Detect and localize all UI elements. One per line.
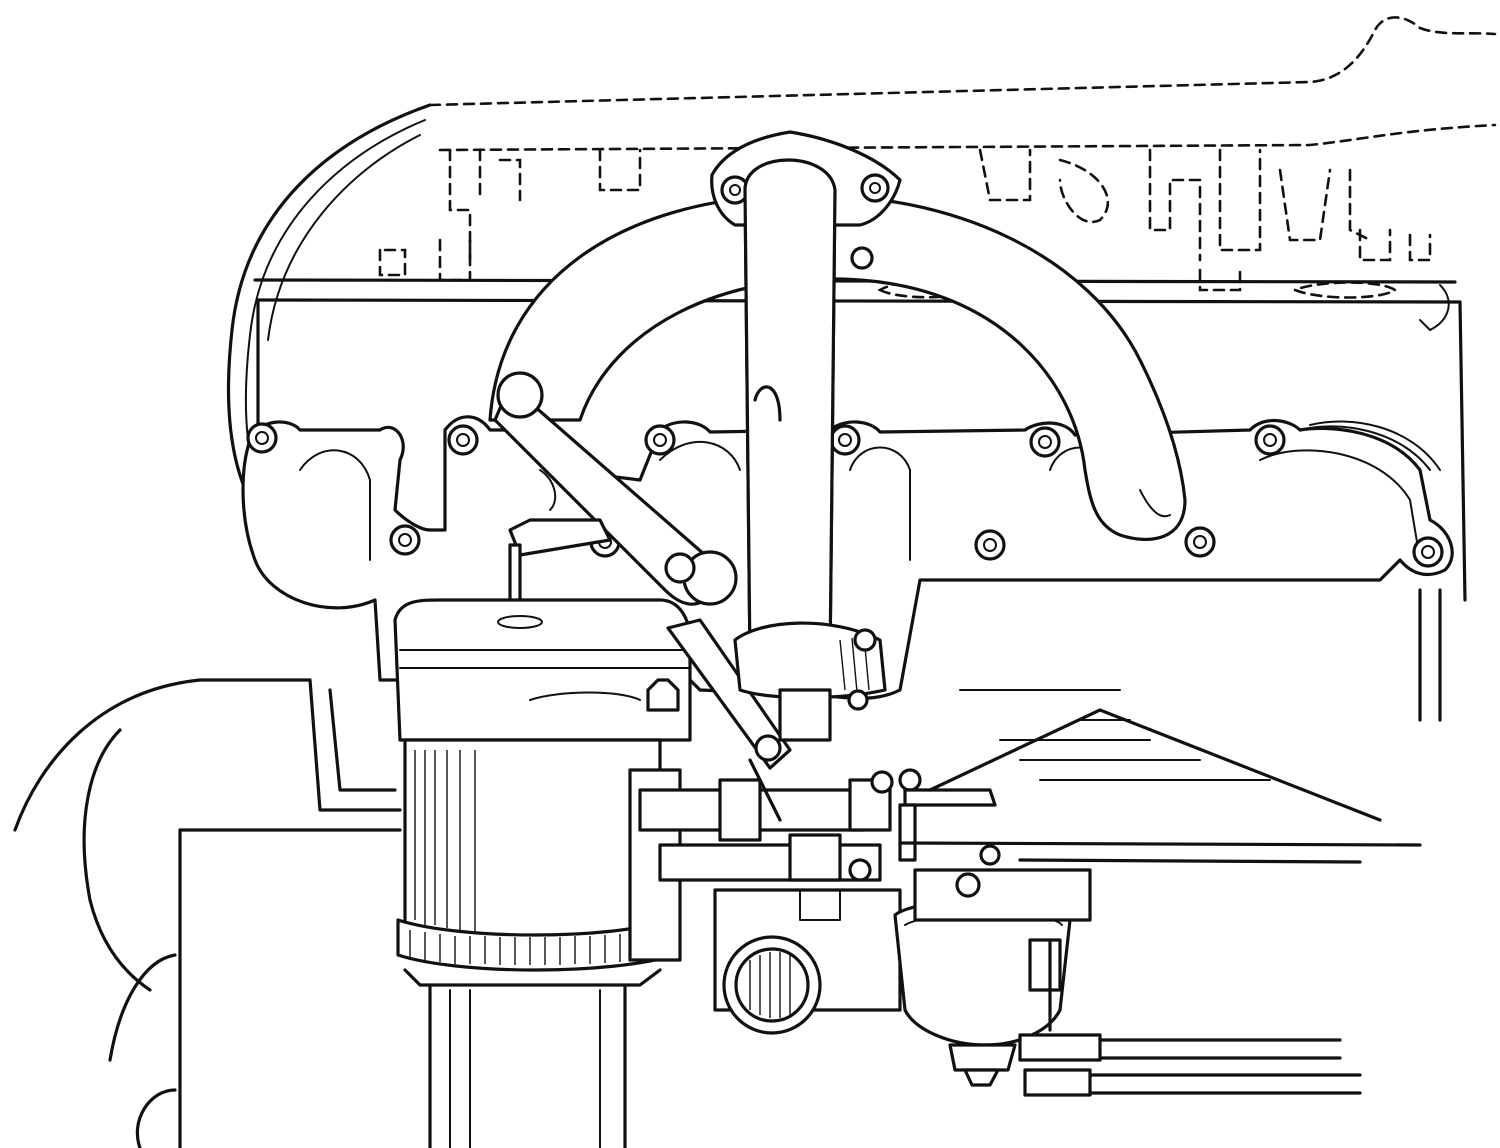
heater-box <box>393 598 692 742</box>
choke-linkage <box>666 618 887 822</box>
crankcase-section <box>928 588 1442 822</box>
carburettor <box>628 768 997 1035</box>
fuel-lines <box>898 841 1422 1097</box>
engine-frame <box>13 678 402 1148</box>
sediment-bowl <box>893 844 1092 1087</box>
vertical-pipe <box>710 130 902 662</box>
